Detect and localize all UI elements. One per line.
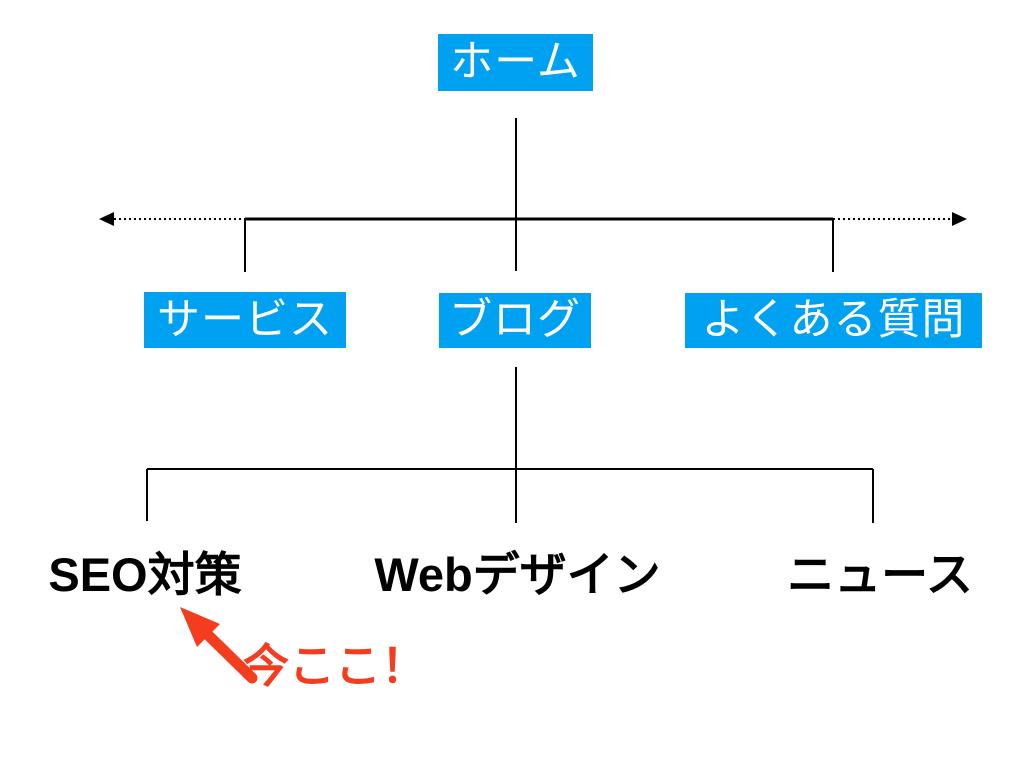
leaf-seo-label: SEO対策 [48, 548, 242, 601]
leaf-news: ニュース [775, 549, 985, 601]
node-home: ホーム [438, 34, 593, 91]
leaf-webdesign-label: Webデザイン [374, 548, 661, 601]
node-services: サービス [144, 292, 346, 348]
node-blog-label: ブログ [449, 296, 581, 344]
node-faq-label: よくある質問 [701, 296, 966, 344]
current-location-annotation: 今ここ！ [243, 640, 427, 692]
node-services-label: サービス [157, 295, 333, 344]
current-location-arrowhead-icon [180, 607, 220, 647]
arrowhead-left-icon [99, 212, 114, 226]
node-blog: ブログ [439, 293, 591, 348]
arrowhead-right-icon [952, 212, 967, 226]
node-faq: よくある質問 [685, 293, 982, 348]
leaf-webdesign: Webデザイン [365, 549, 670, 601]
leaf-seo: SEO対策 [30, 549, 260, 601]
leaf-news-label: ニュース [787, 548, 973, 601]
node-home-label: ホーム [450, 38, 581, 86]
